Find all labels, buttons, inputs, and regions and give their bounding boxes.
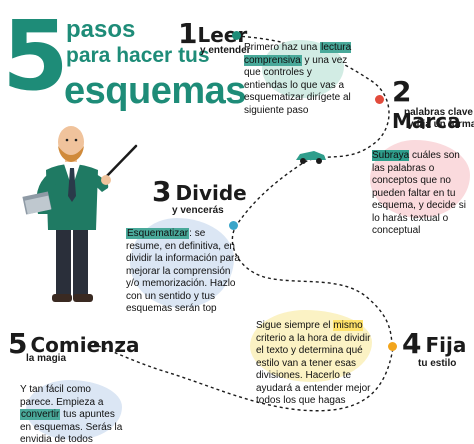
step-1-number: 1 [178,17,198,50]
title-line1: pasos [66,16,136,43]
step-3-dot [229,221,238,230]
step-4-word: Fija [425,333,467,357]
step-3-word: Divide [175,181,247,205]
step-1-dot [232,31,241,40]
pointer-stick [103,144,138,180]
step-2-heading: 2Marca [392,75,474,134]
title-line2: para hacer tus [66,44,210,67]
step-2-word: Marca [392,109,461,133]
step-4-text: Sigue siempre el mismo criterio a la hor… [256,320,371,406]
step-4-sub: tu estilo [418,358,457,369]
title-number: 5 [2,0,69,112]
step-5-sub: la magia [26,353,67,364]
step-2-dot [375,95,384,104]
step-5-text: Y tan fácil como parece. Empieza a conve… [20,384,123,444]
step-2-number: 2 [392,75,412,108]
step-3-number: 3 [152,175,172,208]
step-4-number: 4 [402,327,422,360]
step-5-dot [94,342,99,347]
step-1-sub: y entender [200,45,251,56]
step-3-text: Esquematizar: se resume, en definitiva, … [126,228,240,314]
step-5-number: 5 [8,327,28,360]
step-2-sub1: palabras clave [404,107,473,118]
step-1-text: Primero haz una lectura comprensiva y un… [244,42,352,116]
step-3-sub: y vencerás [172,205,224,216]
title-line3: esquemas [64,70,246,112]
car-icon [296,151,326,164]
step-2-sub2: y fija un formato [408,119,474,130]
teacher-illustration [22,126,138,302]
step-5-word: Comienza [30,333,140,357]
step-4-dot [388,342,397,351]
step-2-text: Subraya cuáles son las palabras o concep… [372,150,466,236]
